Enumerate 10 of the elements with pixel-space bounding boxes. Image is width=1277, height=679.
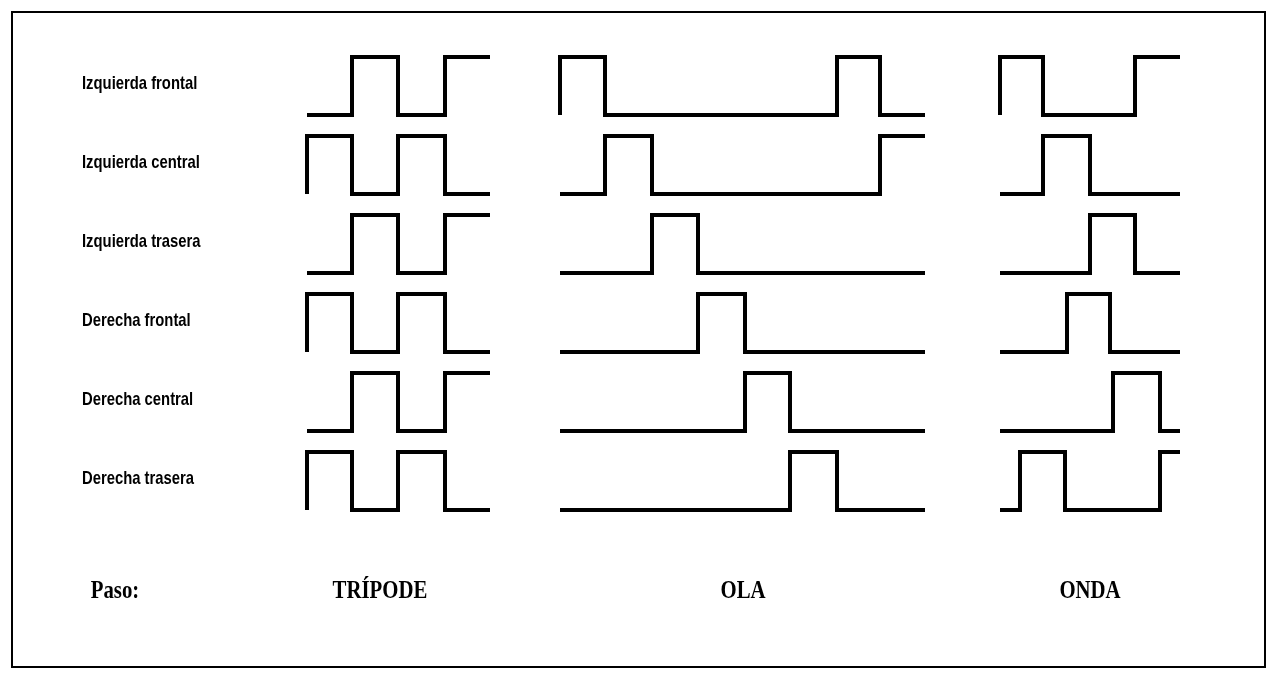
row-label: Izquierda frontal	[82, 72, 198, 94]
gait-label: ONDA	[1058, 575, 1122, 605]
row-label: Izquierda central	[82, 151, 200, 173]
row-label: Derecha trasera	[82, 467, 195, 489]
axis-label: Paso:	[89, 575, 141, 605]
row-label: Izquierda trasera	[82, 230, 201, 252]
gait-label: OLA	[719, 575, 767, 605]
row-label: Derecha central	[82, 388, 194, 410]
gait-label: TRÍPODE	[331, 575, 429, 605]
row-label: Derecha frontal	[82, 309, 191, 331]
